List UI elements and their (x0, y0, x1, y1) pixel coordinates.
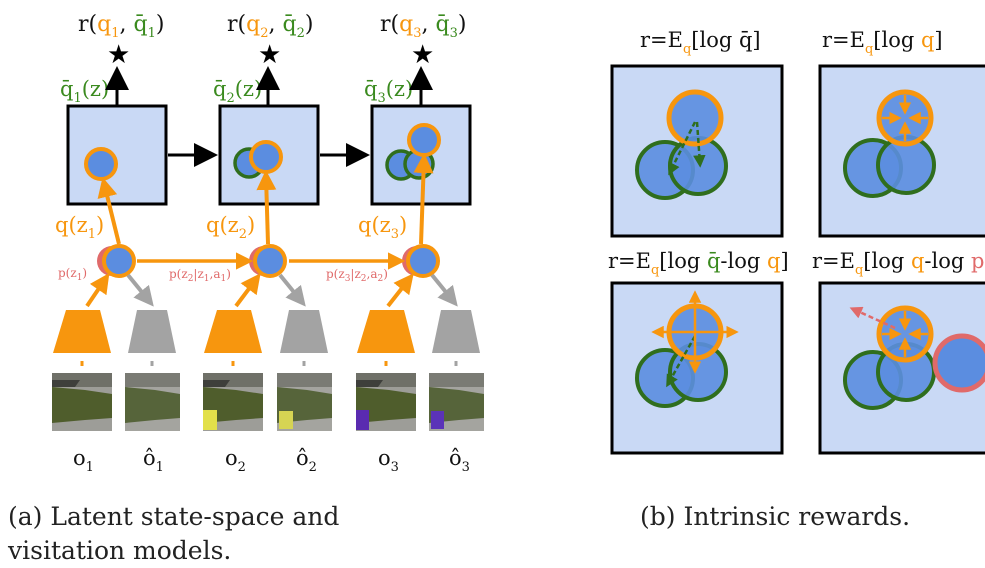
reward-label-3: r(q3, q̄3) (380, 12, 466, 41)
reconstruction-image (429, 373, 484, 431)
posterior-circle (84, 147, 118, 181)
encoder-network (357, 310, 415, 353)
qz-label-1: q(z1) (55, 213, 104, 242)
prior-label-1: p(z1) (58, 266, 87, 283)
decoder-network (432, 310, 480, 353)
decoder-network (128, 310, 176, 353)
decoder-network (280, 310, 328, 353)
latent-node-3 (406, 244, 440, 278)
star-icon: ★ (258, 40, 281, 70)
reward-title-2: r=Eq[log q] (822, 28, 943, 57)
qbar-z-label-3: q̄3(z) (364, 77, 413, 106)
obs-label: ô1 (143, 446, 164, 475)
obs-label: o1 (73, 446, 94, 475)
observation-images (52, 373, 484, 431)
qz-label-2: q(z2) (206, 213, 255, 242)
decoder-arrow (126, 273, 154, 307)
qbar-z-label-1: q̄1(z) (60, 77, 109, 106)
posterior-arrow (97, 177, 121, 245)
reward-illustration-4 (843, 305, 985, 410)
reward-labels: r(q1, q̄1) r(q2, q̄2) r(q3, q̄3) (78, 12, 466, 41)
posterior-circle (249, 140, 283, 174)
encoder-network (204, 310, 262, 353)
obs-label: o3 (378, 446, 399, 475)
posterior-circle (407, 123, 441, 157)
observation-image (356, 373, 416, 431)
reward-title-1: r=Eq[log q̄] (640, 28, 761, 57)
latent-node-1 (102, 244, 136, 278)
decoder-arrow (278, 273, 306, 307)
reward-illustration-2 (843, 89, 936, 198)
gradient-arrow (666, 335, 697, 388)
panel-b: r=Eq[log q̄] r=Eq[log q] r=Eq[log q̄-log… (608, 28, 985, 455)
encoder-arrow (386, 273, 414, 308)
panel-a: r(q1, q̄1) r(q2, q̄2) r(q3, q̄3) ★ ★ ★ q… (52, 12, 484, 475)
prior-label-3: p(z3|z2,a2) (326, 267, 388, 284)
latent-node-2 (253, 244, 287, 278)
reconstruction-image (125, 373, 180, 431)
posterior-arrow (413, 153, 434, 245)
reward-title-4: r=Eq[log q-log p] (812, 249, 985, 278)
qz-label-3: q(z3) (358, 213, 407, 242)
obs-label: o2 (225, 446, 246, 475)
caption-b: (b) Intrinsic rewards. (640, 502, 911, 531)
observation-labels: o1 ô1 o2 ô2 o3 ô3 (73, 446, 470, 475)
obs-label: ô3 (449, 446, 470, 475)
encoder-network (53, 310, 111, 353)
reward-title-3: r=Eq[log q̄-log q] (608, 249, 789, 278)
star-icon: ★ (411, 40, 434, 70)
gradient-arrow (693, 121, 706, 168)
posterior-circle (876, 305, 934, 363)
gradient-arrow (668, 121, 697, 176)
obs-label: ô2 (296, 446, 317, 475)
encoder-arrow (85, 273, 110, 308)
decoder-arrow (430, 273, 458, 307)
visitation-box-1 (66, 104, 168, 206)
posterior-circle (666, 89, 724, 147)
caption-a: (a) Latent state-space and visitation mo… (8, 502, 340, 565)
reconstruction-image (277, 373, 332, 431)
qbar-z-label-2: q̄2(z) (213, 77, 262, 106)
prior-circle (932, 333, 985, 393)
reward-label-1: r(q1, q̄1) (78, 12, 164, 41)
posterior-circle (876, 89, 934, 147)
reward-illustration-3 (635, 290, 739, 408)
posterior-arrow (256, 170, 277, 245)
encoder-arrow (234, 273, 261, 308)
reward-label-2: r(q2, q̄2) (227, 12, 313, 41)
reward-illustration-1 (635, 89, 728, 200)
observation-image (52, 373, 112, 431)
observation-image (203, 373, 263, 431)
prior-label-2: p(z2|z1,a1) (169, 267, 231, 284)
star-icon: ★ (107, 40, 130, 70)
